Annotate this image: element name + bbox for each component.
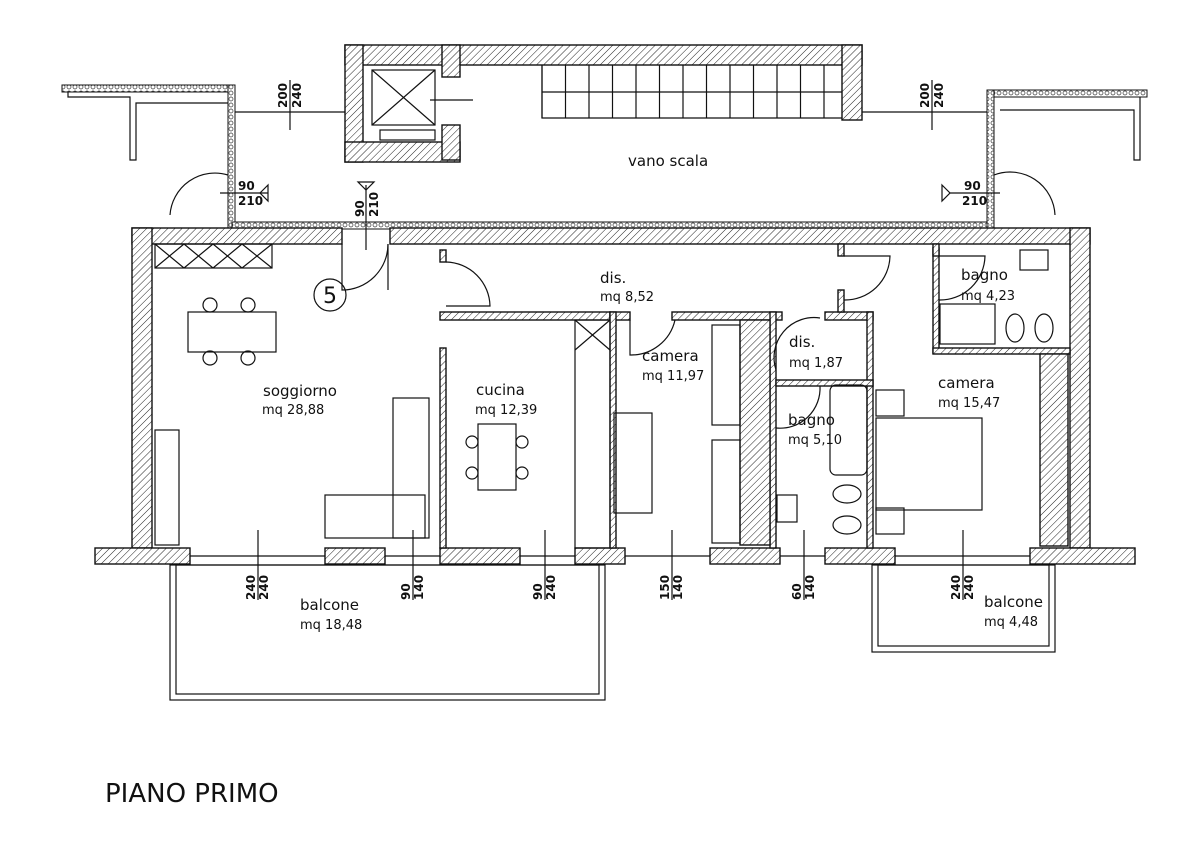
dim-label: 150 bbox=[658, 575, 672, 600]
entry-door[interactable] bbox=[341, 243, 389, 291]
dimension-labels: 200 240 200 240 90 210 90 210 90 210 bbox=[220, 80, 1000, 250]
dining-table bbox=[187, 311, 277, 353]
room-soggiorno: soggiorno bbox=[263, 382, 337, 400]
dim-label: 240 bbox=[962, 575, 976, 600]
double-bed bbox=[875, 417, 983, 511]
desk bbox=[613, 412, 653, 514]
area-bagno: mq 5,10 bbox=[788, 433, 842, 448]
room-cucina: cucina bbox=[476, 381, 525, 399]
shower bbox=[939, 303, 996, 345]
room-balcone: balcone bbox=[300, 596, 359, 614]
unit-number-circle bbox=[313, 278, 347, 312]
tv-cabinet bbox=[154, 429, 180, 546]
room-vano-scala: vano scala bbox=[628, 152, 708, 170]
doors bbox=[169, 171, 1056, 429]
dim-label: 210 bbox=[962, 194, 987, 208]
area-balcone: mq 18,48 bbox=[300, 618, 362, 633]
furniture bbox=[154, 249, 1054, 546]
dim-label: 90 bbox=[399, 583, 413, 600]
room-camera-2: camera bbox=[938, 374, 995, 392]
dim-label: 200 bbox=[918, 83, 932, 108]
area-camera-2: mq 15,47 bbox=[938, 396, 1000, 411]
bed bbox=[711, 324, 741, 426]
dim-label: 200 bbox=[276, 83, 290, 108]
dim-label: 240 bbox=[544, 575, 558, 600]
unit-number: 5 bbox=[323, 284, 337, 309]
area-cucina: mq 12,39 bbox=[475, 403, 537, 418]
bed bbox=[711, 439, 741, 544]
dim-label: 90 bbox=[353, 200, 367, 217]
dim-label: 60 bbox=[790, 583, 804, 600]
plan-title: PIANO PRIMO bbox=[105, 779, 279, 809]
dim-label: 240 bbox=[932, 83, 946, 108]
dim-label: 240 bbox=[949, 575, 963, 600]
dim-label: 90 bbox=[531, 583, 545, 600]
dim-label: 140 bbox=[671, 575, 685, 600]
dim-label: 210 bbox=[238, 194, 263, 208]
dim-label: 140 bbox=[412, 575, 426, 600]
room-dis: dis. bbox=[600, 269, 626, 287]
dim-label: 90 bbox=[964, 179, 981, 193]
dim-label: 140 bbox=[803, 575, 817, 600]
area-bagno-2: mq 4,23 bbox=[961, 289, 1015, 304]
area-soggiorno: mq 28,88 bbox=[262, 403, 324, 418]
room-bagno: bagno bbox=[788, 411, 835, 429]
elevator-icon bbox=[371, 69, 473, 141]
area-balcone-2: mq 4,48 bbox=[984, 615, 1038, 630]
area-camera: mq 11,97 bbox=[642, 369, 704, 384]
room-bagno-2: bagno bbox=[961, 266, 1008, 284]
room-balcone-2: balcone bbox=[984, 593, 1043, 611]
room-dis-2: dis. bbox=[789, 333, 815, 351]
sofa bbox=[392, 397, 430, 539]
wardrobe bbox=[1039, 353, 1069, 547]
staircase bbox=[541, 65, 842, 119]
wardrobe bbox=[739, 319, 771, 546]
bathtub bbox=[829, 384, 868, 476]
dim-label: 240 bbox=[244, 575, 258, 600]
dim-label: 90 bbox=[238, 179, 255, 193]
dim-label: 210 bbox=[367, 192, 381, 217]
room-camera: camera bbox=[642, 347, 699, 365]
area-dis-2: mq 1,87 bbox=[789, 356, 843, 371]
dim-label: 240 bbox=[257, 575, 271, 600]
kitchen-table bbox=[477, 423, 517, 491]
area-dis: mq 8,52 bbox=[600, 290, 654, 305]
interior-walls bbox=[154, 243, 1071, 549]
dim-label: 240 bbox=[290, 83, 304, 108]
